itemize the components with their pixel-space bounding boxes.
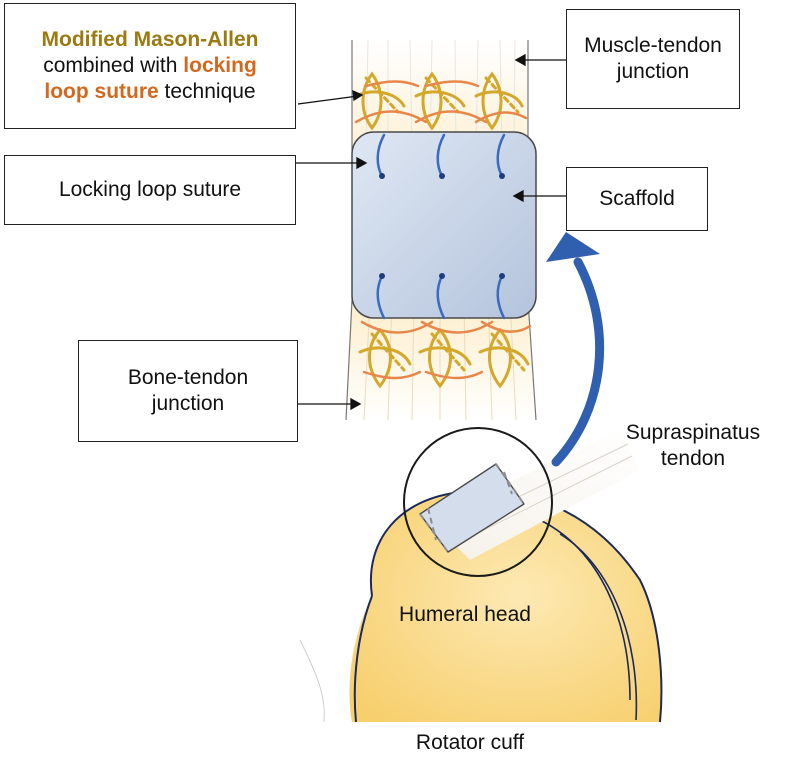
lower-locking-loop-sutures: [360, 320, 532, 380]
pointer-lines: [296, 53, 566, 411]
technique-text: technique: [158, 80, 256, 104]
scaffold-patch: [351, 131, 537, 320]
scaffold-box: Scaffold: [566, 167, 708, 231]
supraspinatus-line1: Supraspinatus: [625, 421, 761, 444]
locking-loop-suture-box: Locking loop suture: [4, 155, 296, 225]
supraspinatus-line2: tendon: [660, 447, 726, 471]
mason-allen-text: Modified Mason-Allen: [41, 27, 259, 51]
curved-arrow: [546, 232, 605, 467]
supraspinatus-tendon-label: Supraspinatus tendon: [618, 420, 768, 473]
upper-locking-loop-sutures: [354, 80, 528, 124]
bone-tendon-junction-box: Bone-tendon junction: [78, 340, 298, 442]
bone-tendon-line2: junction: [151, 392, 225, 415]
magnifier-circle: [403, 427, 553, 577]
combined-with-text: combined with: [43, 53, 184, 77]
humeral-head-label: Humeral head: [399, 603, 531, 626]
locking-loop-suture-label: Locking loop suture: [58, 177, 242, 201]
muscle-tendon-junction-box: Muscle-tendon junction: [566, 9, 740, 109]
loop-suture-text: loop suture: [44, 80, 159, 104]
tendon-lower: [345, 299, 537, 421]
technique-title-box: Modified Mason-Allen combined with locki…: [4, 3, 296, 129]
scaffold-label: Scaffold: [599, 186, 675, 210]
lower-mason-allen-sutures: [358, 327, 530, 389]
locking-text: locking: [183, 53, 257, 77]
muscle-tendon-line2: junction: [616, 60, 690, 83]
muscle-tendon-line1: Muscle-tendon: [584, 33, 722, 57]
rotator-cuff-label: Rotator cuff: [415, 731, 525, 754]
bone-tendon-line1: Bone-tendon: [127, 365, 249, 389]
